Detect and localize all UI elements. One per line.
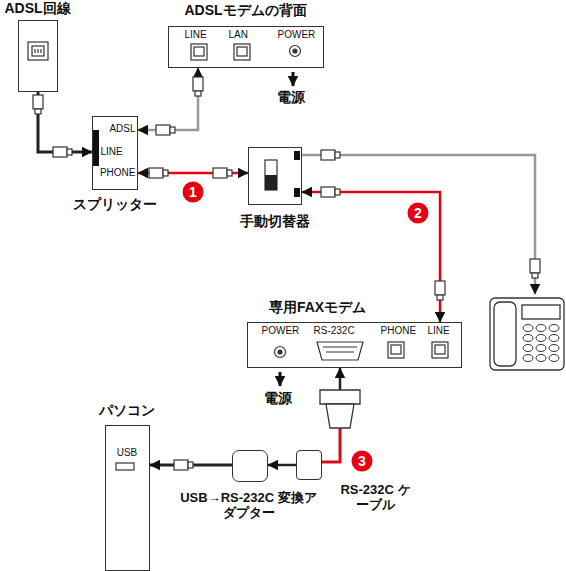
plug: [435, 281, 445, 295]
plug: [156, 125, 170, 135]
plug-tip: [227, 170, 232, 176]
key: [536, 335, 546, 342]
plug: [321, 150, 335, 160]
plug: [53, 147, 67, 157]
plug-tip: [437, 295, 443, 300]
callout-circle: [352, 451, 373, 472]
switch-toggle: [265, 151, 300, 197]
port-label: POWER: [278, 29, 316, 41]
keypad: [523, 325, 559, 362]
port-label: LINE: [101, 146, 123, 158]
connector: [38, 92, 92, 152]
port-label: RS-232C: [314, 325, 355, 337]
plug-tip: [170, 127, 175, 133]
power-label: 電源: [277, 89, 305, 106]
callout-circle: [408, 203, 429, 224]
connector: [268, 464, 296, 467]
splitter-bar: [93, 130, 99, 166]
power-label: 電源: [264, 390, 292, 407]
plug: [33, 95, 43, 109]
key: [549, 345, 559, 352]
wall-jack: [28, 42, 48, 60]
plug-tip: [532, 273, 538, 278]
switch-box: 手動切替器: [248, 147, 302, 205]
power-arrow: [292, 72, 295, 86]
port-label: スプリッター: [66, 196, 164, 213]
plug-tip: [335, 152, 340, 158]
port-label: PHONE: [381, 325, 417, 337]
key: [523, 345, 533, 352]
power-arrow: [279, 372, 282, 386]
callout-number: 1: [183, 183, 203, 201]
callout-number: 2: [408, 204, 428, 222]
plug: [193, 77, 203, 91]
port-label: ADSL: [109, 123, 135, 135]
node-title: 手動切替器: [226, 213, 324, 230]
plug-tip: [67, 149, 72, 155]
plug: [174, 460, 188, 470]
key: [523, 325, 533, 332]
port-label: LINE: [185, 29, 207, 41]
plug: [149, 168, 163, 178]
plug: [530, 259, 540, 273]
key: [549, 355, 559, 362]
port-label: LAN: [229, 29, 248, 41]
node-title: 専用FAXモデム: [255, 299, 381, 316]
usb-port: [116, 463, 134, 470]
plug-tip: [195, 91, 201, 96]
key: [536, 355, 546, 362]
adapter-box: USB→RS-232C 変換アダプター: [232, 450, 268, 482]
port-label: PHONE: [100, 167, 136, 179]
key: [523, 335, 533, 342]
plug-tip: [188, 462, 193, 468]
node-title: パソコン: [83, 402, 172, 419]
key: [549, 335, 559, 342]
fax-ports: [275, 342, 449, 360]
plug: [213, 168, 227, 178]
node-title: USB→RS-232C 変換アダプター: [180, 490, 318, 521]
phone-wire: [302, 155, 535, 294]
modem-ports: [191, 44, 301, 60]
callout-number: 3: [352, 452, 372, 470]
fax-modem-box: 専用FAXモデムPOWERRS-232CPHONELINE: [247, 322, 462, 368]
pc-box: パソコンUSB: [105, 425, 150, 571]
modem-box: ADSLモデムの背面LINELANPOWER: [168, 26, 324, 68]
callout-circle: [183, 182, 204, 203]
key: [523, 355, 533, 362]
key: [549, 325, 559, 332]
port-label: USB: [105, 447, 150, 459]
node-title: ADSL回線: [0, 0, 76, 16]
plug: [321, 187, 335, 197]
node-title: RS-232C ケーブル: [336, 482, 416, 513]
plug-tip: [163, 170, 168, 176]
port-label: POWER: [262, 325, 300, 337]
port-label: LINE: [428, 325, 450, 337]
telephone: [490, 298, 564, 370]
node-title: ADSLモデムの背面: [168, 2, 324, 19]
splitter-box: ADSLLINEPHONEスプリッター: [92, 116, 138, 190]
plugs: [33, 77, 540, 470]
plug-tip: [335, 189, 340, 195]
plug-tip: [35, 109, 41, 114]
cable-connector: RS-232C ケーブル: [296, 450, 322, 480]
rs232c-cable: [322, 428, 340, 462]
key: [536, 325, 546, 332]
wall-jack-box: ADSL回線: [18, 20, 58, 92]
key: [536, 345, 546, 352]
db-connector: [320, 390, 360, 428]
connector: [138, 68, 198, 130]
